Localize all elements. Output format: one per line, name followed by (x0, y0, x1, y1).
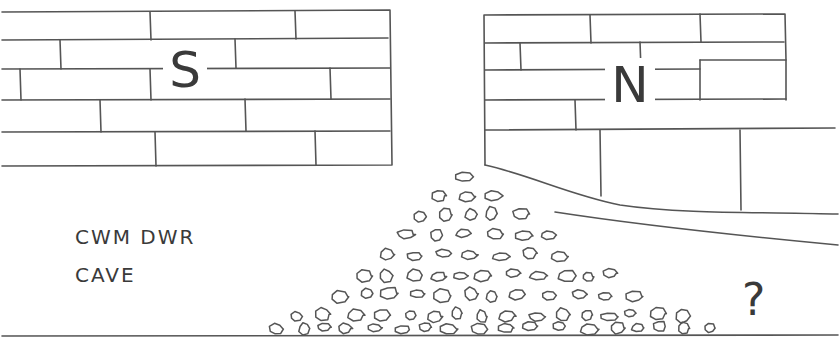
rubble-stone (318, 323, 331, 331)
rubble-stone (474, 271, 491, 282)
rubble-stone (459, 192, 475, 202)
rubble-stone (486, 207, 497, 221)
rubble-stone (679, 322, 690, 334)
rubble-stone (395, 326, 409, 334)
rubble-stone (419, 323, 431, 331)
rubble-stone (456, 172, 474, 181)
rubble-stone (348, 309, 365, 321)
rubble-stone (486, 291, 497, 302)
rubble-stone (434, 289, 451, 303)
rubble-stone (488, 229, 504, 239)
rubble-stone (516, 231, 533, 240)
rubble-stone (414, 211, 426, 222)
rubble-stone (436, 249, 452, 257)
rubble-stone (705, 323, 715, 332)
rubble-stone (269, 323, 283, 333)
rubble-stone (339, 323, 353, 334)
rubble-stone (332, 291, 349, 304)
rubble-stone (493, 253, 511, 260)
rubble-stone (299, 323, 310, 335)
rubble-stone (612, 322, 626, 334)
rubble-stone (513, 209, 530, 219)
rubble-stone (625, 310, 637, 317)
rubble-stone (530, 271, 548, 279)
rubble-stone (529, 313, 546, 321)
rubble-stone (542, 231, 557, 240)
rubble-stone (523, 248, 537, 259)
rubble-stone (543, 291, 557, 300)
rubble-stone (431, 273, 447, 282)
rubble-stone (316, 308, 331, 321)
unknown-mark: ? (742, 278, 782, 322)
rubble-stone (431, 230, 443, 241)
rubble-stone (626, 291, 643, 301)
rubble-stone (477, 310, 487, 322)
rubble-stone (361, 288, 373, 298)
rubble-stone (452, 307, 462, 319)
rubble-stone (583, 272, 594, 281)
rubble-stone (357, 270, 373, 283)
rubble-stone (454, 272, 469, 279)
rubble-stone (397, 230, 415, 239)
rubble-stone (558, 271, 576, 282)
rubble-stone (462, 251, 479, 260)
rubble-stone (599, 293, 612, 300)
rubble-stone (499, 311, 516, 322)
rubble-stone (471, 323, 487, 334)
rubble-stone (485, 191, 503, 201)
rubble-stone (380, 269, 393, 282)
rubble-stone (498, 324, 514, 333)
wall-letter: S (163, 43, 207, 97)
rubble-stone (428, 311, 443, 322)
rubble-stone (523, 322, 538, 331)
rubble-stone (381, 248, 395, 260)
rubble-stone (553, 322, 565, 330)
rubble-stone (456, 229, 471, 237)
rubble-stone (291, 312, 302, 322)
rubble-stone (509, 290, 525, 300)
rubble-stone (411, 290, 425, 297)
rubble-stone (406, 311, 416, 320)
rubble-stone (507, 269, 521, 277)
rubble-stone (552, 252, 569, 262)
rubble-stone (440, 208, 452, 221)
rubble-stone (632, 324, 644, 332)
rubble-stone (572, 290, 587, 299)
rubble-stone (440, 324, 458, 334)
rubble-stone (651, 308, 667, 320)
rubble-stone (432, 191, 446, 202)
cave-name: CWM DWR CAVE (75, 218, 215, 294)
rubble-stone (368, 324, 382, 332)
rubble-stone (557, 308, 571, 321)
rubble-stone (407, 253, 422, 261)
rubble-stone (676, 309, 690, 323)
rubble-stone (375, 310, 391, 321)
rubble-stone (603, 269, 618, 278)
wall-letter: N (605, 58, 654, 112)
rubble-stone (465, 209, 477, 221)
rubble-stone (465, 287, 479, 301)
rubble-stone (381, 288, 399, 300)
rubble-stone (582, 311, 593, 321)
north-wall-block: N (485, 15, 785, 165)
rubble-stone (581, 324, 600, 335)
south-wall-block: S (2, 12, 390, 165)
rubble-stone (654, 321, 666, 331)
rubble-stone (601, 313, 618, 320)
rubble-stone (407, 269, 422, 281)
